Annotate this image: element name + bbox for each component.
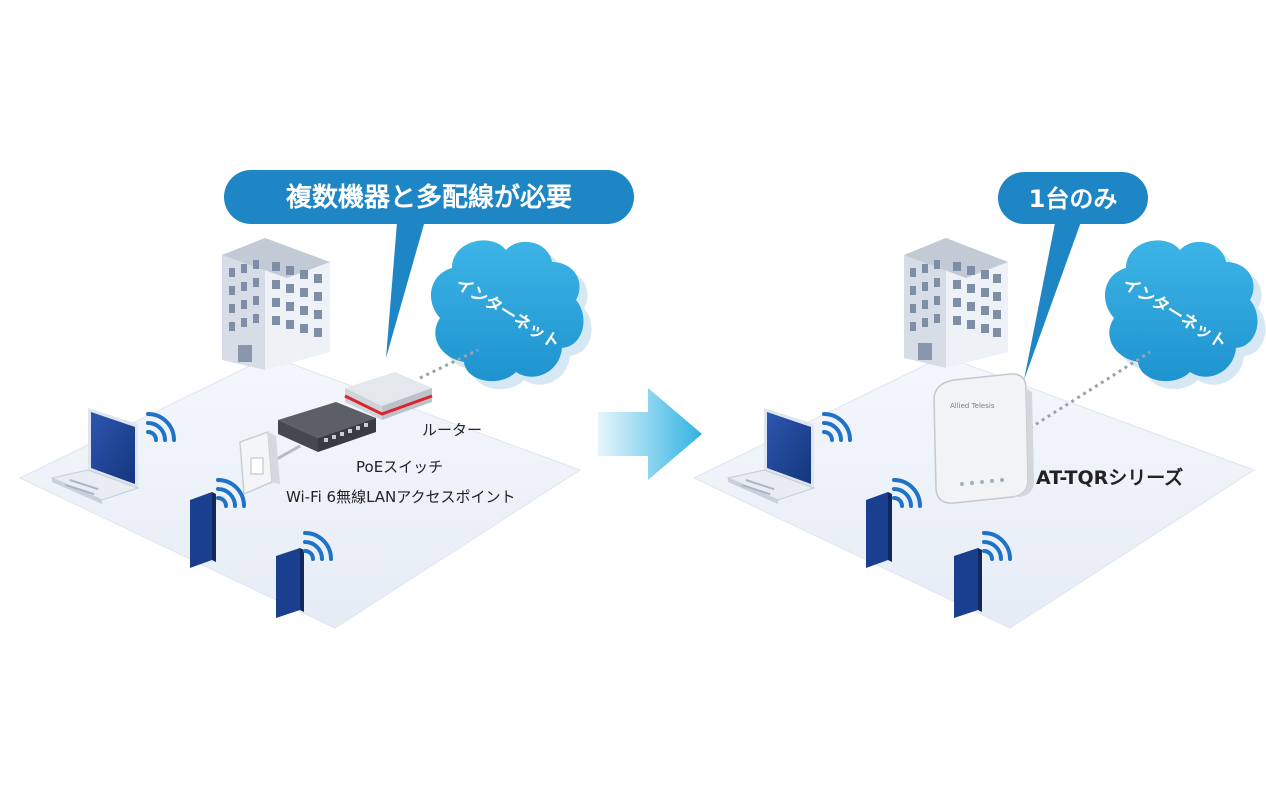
- left-building: [222, 238, 330, 370]
- at-tqr-device: Allied Telesis: [933, 373, 1034, 504]
- right-tablet-1: [866, 492, 892, 568]
- device-brand: Allied Telesis: [950, 402, 995, 410]
- router-device: [344, 372, 433, 420]
- transition-arrow: [598, 388, 702, 480]
- left-scene: 複数機器と多配線が必要 インターネット: [18, 170, 634, 629]
- right-tablet-2: [954, 548, 982, 618]
- right-callout: 1台のみ: [998, 172, 1148, 380]
- poe-switch-device: [278, 402, 376, 452]
- router-label: ルーター: [422, 421, 482, 439]
- right-cloud: インターネット: [1104, 240, 1266, 390]
- product-label: AT-TQRシリーズ: [1036, 466, 1183, 489]
- left-cloud: インターネット: [430, 240, 592, 390]
- poe-switch-label: PoEスイッチ: [356, 458, 443, 476]
- left-tablet-2: [276, 548, 304, 618]
- access-point-device: [239, 430, 280, 496]
- left-floor: [18, 355, 582, 629]
- access-point-label: Wi-Fi 6無線LANアクセスポイント: [286, 488, 516, 506]
- left-callout-text: 複数機器と多配線が必要: [286, 182, 572, 213]
- right-laptop: [726, 408, 816, 504]
- left-cloud-shape: [430, 240, 584, 382]
- right-cloud-shape: [1104, 240, 1258, 382]
- left-laptop: [50, 408, 140, 504]
- right-building: [904, 238, 1008, 368]
- left-tablet-1: [190, 492, 216, 568]
- right-internet-link: [1029, 350, 1151, 430]
- right-scene: 1台のみ インターネット Allied Telesis AT-TQRシリーズ: [692, 172, 1266, 629]
- right-callout-text: 1台のみ: [1029, 185, 1118, 213]
- left-callout: 複数機器と多配線が必要: [224, 170, 634, 358]
